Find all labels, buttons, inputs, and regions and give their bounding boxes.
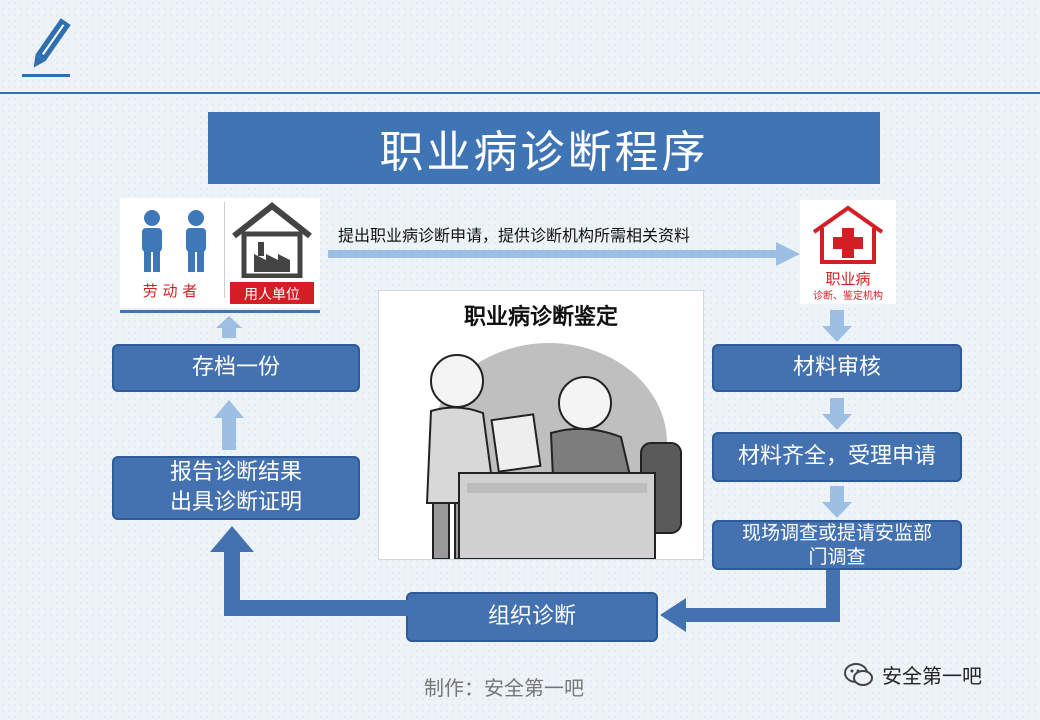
- arrow-right: [328, 242, 800, 266]
- left-card-underline: [120, 310, 320, 313]
- wechat-icon: [844, 662, 873, 686]
- footer-brand-label: 安全第一吧: [882, 664, 982, 688]
- submit-application-text: 提出职业病诊断申请，提供诊断机构所需相关资料: [338, 226, 691, 245]
- institution-label-main: 职业病: [825, 270, 871, 288]
- arrow-to-diagnosis: [660, 570, 840, 632]
- footer-credit: 制作：安全第一吧: [424, 676, 584, 700]
- institution-label-sub: 诊断、鉴定机构: [813, 291, 883, 302]
- factory-house-icon: [232, 202, 312, 278]
- step-archive-copy: 存档一份: [112, 344, 360, 392]
- step-report-result: 报告诊断结果 出具诊断证明: [112, 456, 360, 520]
- report-line-1: 报告诊断结果 出具诊断证明: [169, 460, 302, 515]
- pencil-icon: [22, 18, 71, 77]
- footer-brand: 安全第一吧: [844, 660, 982, 689]
- workers-employer-card: 劳 动 者 用人单位: [120, 198, 320, 308]
- step-material-review: 材料审核: [712, 344, 962, 392]
- illustration-title: 职业病诊断鉴定: [463, 305, 618, 330]
- arrow-down-2: [822, 398, 852, 430]
- employer-label-bg: [230, 282, 314, 304]
- consultation-illustration: [425, 343, 682, 559]
- arrow-down-1: [822, 310, 852, 342]
- arrow-to-report: [210, 526, 408, 616]
- arrow-down-3: [822, 486, 852, 518]
- worker-icon: [142, 210, 206, 272]
- step-accept-application: 材料齐全，受理申请: [712, 432, 962, 482]
- arrow-up-1: [214, 400, 244, 450]
- employer-label: 用人单位: [244, 287, 300, 303]
- page-title: 职业病诊断程序: [208, 112, 880, 184]
- header-rule: [0, 92, 1040, 94]
- diagnosis-institution-card: 职业病 诊断、鉴定机构: [800, 200, 896, 304]
- workers-label: 劳 动 者: [142, 282, 198, 300]
- illustration-panel: 职业病诊断鉴定: [378, 290, 704, 560]
- step-field-investigation: 现场调查或提请安监部门调查: [712, 520, 962, 570]
- card-divider: [224, 202, 225, 298]
- hospital-cross-icon: [812, 205, 884, 264]
- step-organize-diagnosis: 组织诊断: [406, 592, 658, 642]
- arrow-up-2: [216, 316, 242, 338]
